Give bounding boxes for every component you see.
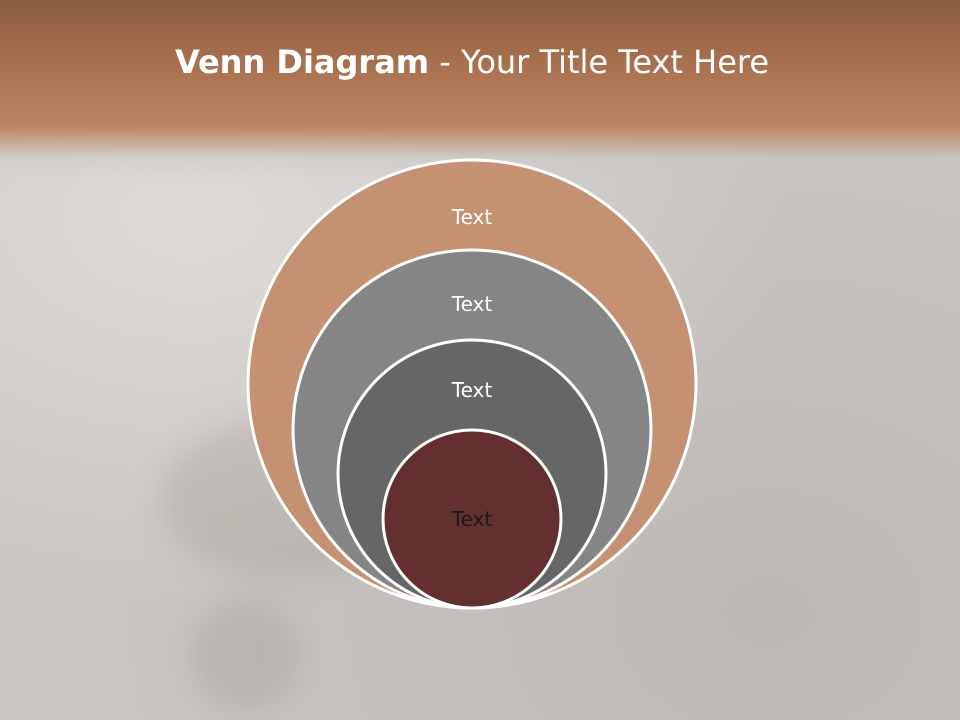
venn-ring-inner <box>381 428 563 610</box>
title-bold-text: Venn Diagram <box>174 43 430 81</box>
venn-ring-inner-label: Text <box>451 507 493 531</box>
venn-ring-second-label: Text <box>451 292 493 316</box>
venn-ring-outer-label: Text <box>451 205 493 229</box>
venn-ring-third-label: Text <box>451 378 493 402</box>
slide-title: Venn Diagram - Your Title Text Here <box>0 38 944 86</box>
title-rest-text: - Your Title Text Here <box>429 43 770 81</box>
header-band <box>0 0 960 180</box>
background-shadow <box>190 600 300 710</box>
